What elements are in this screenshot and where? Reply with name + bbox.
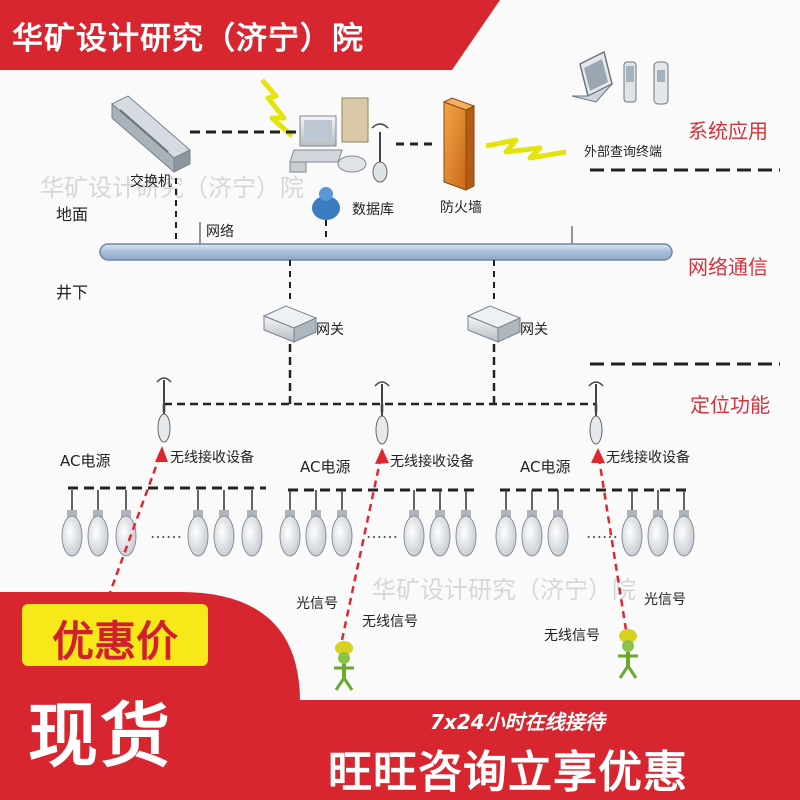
receiver-label-2: 无线接收设备	[390, 453, 474, 470]
lamp-icon	[115, 490, 137, 557]
receiver-label-3: 无线接收设备	[606, 449, 690, 466]
wireless-receiver-icon	[374, 381, 390, 445]
phone-icon	[653, 61, 669, 105]
underground-label: 井下	[56, 283, 88, 302]
laptop-icon	[571, 50, 613, 103]
miner-icon	[334, 641, 354, 691]
light-signal-label-2: 光信号	[644, 592, 686, 608]
wireless-signal-label-2: 无线信号	[544, 628, 600, 644]
network-label: 网络	[206, 224, 234, 240]
wireless-receiver-icon	[588, 381, 604, 445]
surface-label: 地面	[56, 205, 88, 224]
gateway-distribution	[162, 344, 598, 412]
more-lamps-ellipsis: ……	[366, 523, 398, 542]
lamp-icon	[429, 490, 451, 557]
lamp-icon	[305, 490, 327, 557]
service-hours: 7x24小时在线接待	[430, 710, 605, 734]
system-app-label: 系统应用	[688, 119, 768, 143]
ac-power-label-1: AC电源	[60, 452, 110, 470]
lamp-icon	[241, 490, 263, 557]
light-signal-label-1: 光信号	[296, 596, 338, 612]
promo-panel: 优惠价 现货	[0, 592, 300, 800]
surface-drops	[175, 178, 327, 242]
lamp-group	[61, 490, 695, 557]
gateway-label-2: 网关	[520, 322, 548, 338]
lamp-icon	[495, 490, 517, 557]
server-cluster-icon	[289, 97, 369, 220]
lamp-icon	[87, 490, 109, 557]
gateway-label-1: 网关	[316, 322, 344, 338]
lamp-icon	[647, 490, 669, 557]
lamp-icon	[403, 490, 425, 557]
lamp-icon	[455, 490, 477, 557]
lamp-icon	[187, 490, 209, 557]
more-lamps-ellipsis: ……	[150, 523, 182, 542]
in-stock-label: 现货	[28, 695, 172, 777]
switch-label: 交换机	[130, 173, 172, 190]
lamp-icon	[521, 490, 543, 557]
wireless-receiver-icon	[156, 377, 172, 443]
watermark-2: 华矿设计研究（济宁）院	[372, 576, 636, 604]
lamp-icon	[621, 490, 643, 557]
wireless-signal-label-1: 无线信号	[362, 614, 418, 630]
ac-power-label-2: AC电源	[300, 458, 350, 476]
lamp-icon	[673, 490, 695, 557]
section-separators	[590, 168, 780, 366]
lightning-icon-2	[485, 137, 567, 161]
switch-icon	[111, 95, 191, 174]
ac-power-label-3: AC电源	[520, 458, 570, 476]
antenna-icon	[371, 123, 389, 183]
gateway-icon	[262, 305, 318, 343]
brand-title: 华矿设计研究（济宁）院	[12, 21, 364, 57]
consult-cta[interactable]: 旺旺咨询立享优惠	[328, 747, 688, 798]
price-badge: 优惠价	[22, 604, 208, 666]
more-lamps-ellipsis: ……	[586, 523, 618, 542]
lamp-icon	[547, 490, 569, 557]
positioning-label: 定位功能	[690, 393, 770, 417]
brand-banner: 华矿设计研究（济宁）院	[0, 0, 500, 70]
consult-bar[interactable]: 7x24小时在线接待 旺旺咨询立享优惠	[300, 700, 800, 800]
consult-bar-shape	[300, 700, 800, 800]
lamp-icon	[213, 490, 235, 557]
price-label: 优惠价	[51, 617, 178, 666]
firewall-icon	[442, 97, 476, 191]
lamp-icon	[279, 490, 301, 557]
lamp-icon	[61, 490, 83, 557]
lightning-icon	[260, 78, 294, 138]
external-terminal-label: 外部查询终端	[584, 144, 662, 160]
pda-icon	[623, 61, 637, 103]
brand-banner-shape	[0, 0, 500, 70]
signal-arrowheads	[155, 446, 605, 464]
miner-icon	[618, 629, 638, 679]
network-comm-label: 网络通信	[688, 255, 768, 279]
backbone-drops	[289, 260, 495, 304]
watermark-1: 华矿设计研究（济宁）院	[40, 174, 304, 202]
network-backbone	[99, 243, 673, 261]
firewall-label: 防火墙	[440, 200, 482, 216]
lamp-icon	[331, 490, 353, 557]
lamp-bus	[68, 486, 690, 492]
gateway-icon	[466, 305, 522, 343]
wireless-signal-links	[98, 449, 628, 641]
database-label: 数据库	[352, 202, 394, 218]
receiver-label-1: 无线接收设备	[170, 449, 254, 466]
